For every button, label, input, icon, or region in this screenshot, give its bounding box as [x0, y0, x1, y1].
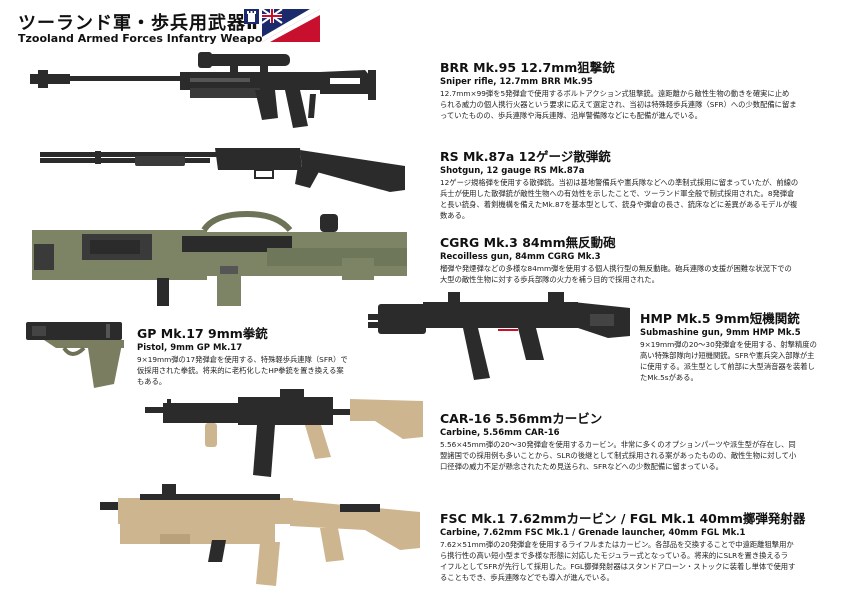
- description-line: 数ある。: [440, 211, 470, 220]
- weapon-subtitle: Pistol, 9mm GP Mk.17: [137, 343, 243, 353]
- submachine-gun-illustration: [368, 292, 630, 380]
- description-line: 口径弾の威力不足が懸念されたため見送られ、SFRなどへの少数配備に留まっている。: [440, 462, 723, 471]
- weapon-block-submachine-gun: HMP Mk.5 9mm短機関銃 Submashine gun, 9mm HMP…: [640, 308, 845, 383]
- weapon-subtitle: Carbine, 5.56mm CAR-16: [440, 428, 560, 438]
- weapon-block-carbine: CAR-16 5.56mmカービン Carbine, 5.56mm CAR-16…: [440, 408, 840, 472]
- flag-icon: [261, 8, 320, 42]
- weapon-block-sniper-rifle: BRR Mk.95 12.7mm狙撃銃 Sniper rifle, 12.7mm…: [440, 57, 840, 121]
- page-title: ツーランド軍・歩兵用武器Ⅱ: [18, 13, 259, 34]
- description-line: 大型の敵性生物に対する歩兵部隊の火力を補う目的で採用された。: [440, 275, 659, 284]
- description-line: イフルとしてSFRが先行して採用した。FGL擲弾発射器はスタンドアローン・ストッ…: [440, 562, 796, 571]
- description-line: と長い銃身、着剣機構を備えたMk.87を基本型として、銃身や弾倉の長さ、銃床など…: [440, 200, 798, 209]
- description-line: 9×19mm弾の20～30発弾倉を使用する、射撃精度の: [640, 340, 817, 349]
- description-line: 榴弾や発煙弾などの多様な84mm弾を使用する個人携行型の無反動砲。砲兵連隊の支援…: [440, 264, 792, 273]
- weapon-subtitle: Recoilless gun, 84mm CGRG Mk.3: [440, 252, 601, 262]
- weapon-subtitle: Sniper rifle, 12.7mm BRR Mk.95: [440, 77, 593, 87]
- sniper-rifle-illustration: [30, 52, 376, 128]
- weapon-block-shotgun: RS Mk.87a 12ゲージ散弾銃 Shotgun, 12 gauge RS …: [440, 146, 840, 221]
- weapon-title: CAR-16 5.56mmカービン: [440, 411, 603, 426]
- carbine-illustration: [145, 389, 423, 477]
- weapon-title: FSC Mk.1 7.62mmカービン / FGL Mk.1 40mm擲弾発射器: [440, 511, 806, 526]
- description-line: っていたものの、歩兵連隊や海兵連隊、沿岸警備隊などにも配備が進んでいる。: [440, 111, 702, 120]
- description-line: 仮採用された拳銃。将来的に老朽化したHP拳銃を置き換える案: [137, 366, 344, 375]
- description-line: 9×19mm弾の17発弾倉を使用する、特殊軽歩兵連隊（SFR）で: [137, 355, 348, 364]
- weapon-subtitle: Shotgun, 12 gauge RS Mk.87a: [440, 166, 585, 176]
- description-line: 兵士が使用した散弾銃が敵性生物への有効性を示したことで、ツーランド軍全般で制式採…: [440, 189, 795, 198]
- weapon-title: BRR Mk.95 12.7mm狙撃銃: [440, 60, 615, 75]
- weapon-title: RS Mk.87a 12ゲージ散弾銃: [440, 149, 611, 164]
- weapon-description: 5.56×45mm弾の20～30発弾倉を使用するカービン。非常に多くのオプション…: [440, 439, 840, 472]
- weapon-description: 9×19mm弾の17発弾倉を使用する、特殊軽歩兵連隊（SFR）で 仮採用された拳…: [137, 354, 367, 387]
- description-line: られる威力の個人携行火器という要求に応えて選定され、当初は特殊軽歩兵連隊（SFR…: [440, 100, 797, 109]
- tower-emblem-icon: [244, 9, 259, 24]
- weapon-title: GP Mk.17 9mm拳銃: [137, 326, 268, 341]
- description-line: たMk.5sがある。: [640, 373, 698, 382]
- weapon-title: CGRG Mk.3 84mm無反動砲: [440, 235, 616, 250]
- description-line: ることもでき、歩兵連隊などでも導入が進んでいる。: [440, 573, 614, 582]
- modular-carbine-grenade-launcher-illustration: [100, 484, 420, 586]
- description-line: 盟諸国での採用例も多いことから、SLRの後継として制式採用される案があったものの…: [440, 451, 797, 460]
- weapon-title: HMP Mk.5 9mm短機関銃: [640, 311, 800, 326]
- description-line: 高い特殊部隊向け短機関銃。SFRや憲兵突入部隊が主: [640, 351, 815, 360]
- weapon-description: 9×19mm弾の20～30発弾倉を使用する、射撃精度の 高い特殊部隊向け短機関銃…: [640, 339, 845, 383]
- weapon-description: 12.7mm×99弾を5発弾倉で使用するボルトアクション式狙撃銃。遠距離から敵性…: [440, 88, 840, 121]
- weapon-subtitle: Submashine gun, 9mm HMP Mk.5: [640, 328, 801, 338]
- description-line: 12.7mm×99弾を5発弾倉で使用するボルトアクション式狙撃銃。遠距離から敵性…: [440, 89, 790, 98]
- weapon-block-modular-carbine: FSC Mk.1 7.62mmカービン / FGL Mk.1 40mm擲弾発射器…: [440, 508, 840, 583]
- weapon-description: 7.62×51mm弾の20発弾倉を使用するライフルまたはカービン。各部品を交換す…: [440, 539, 840, 583]
- weapon-block-recoilless-gun: CGRG Mk.3 84mm無反動砲 Recoilless gun, 84mm …: [440, 232, 840, 285]
- description-line: に使用する。派生型として前部に大型消音器を装着し: [640, 362, 815, 371]
- pistol-illustration: [26, 322, 124, 388]
- recoilless-gun-illustration: [32, 210, 407, 306]
- description-line: 7.62×51mm弾の20発弾倉を使用するライフルまたはカービン。各部品を交換す…: [440, 540, 794, 549]
- shotgun-illustration: [40, 148, 405, 192]
- description-line: 5.56×45mm弾の20～30発弾倉を使用するカービン。非常に多くのオプション…: [440, 440, 796, 449]
- description-line: もある。: [137, 377, 167, 386]
- weapon-description: 榴弾や発煙弾などの多様な84mm弾を使用する個人携行型の無反動砲。砲兵連隊の支援…: [440, 263, 840, 285]
- description-line: 12ゲージ規格弾を使用する散弾銃。当初は基地警備兵や憲兵隊などへの準制式採用に留…: [440, 178, 799, 187]
- page-subtitle: Tzooland Armed Forces Infantry Weapons:I…: [18, 32, 290, 45]
- weapon-block-pistol: GP Mk.17 9mm拳銃 Pistol, 9mm GP Mk.17 9×19…: [137, 323, 367, 387]
- description-line: ら携行性の高い短小型まで多様な形態に対応したモジュラー式となっている。将来的にS…: [440, 551, 789, 560]
- weapon-subtitle: Carbine, 7.62mm FSC Mk.1 / Grenade launc…: [440, 528, 746, 538]
- weapon-description: 12ゲージ規格弾を使用する散弾銃。当初は基地警備兵や憲兵隊などへの準制式採用に留…: [440, 177, 840, 221]
